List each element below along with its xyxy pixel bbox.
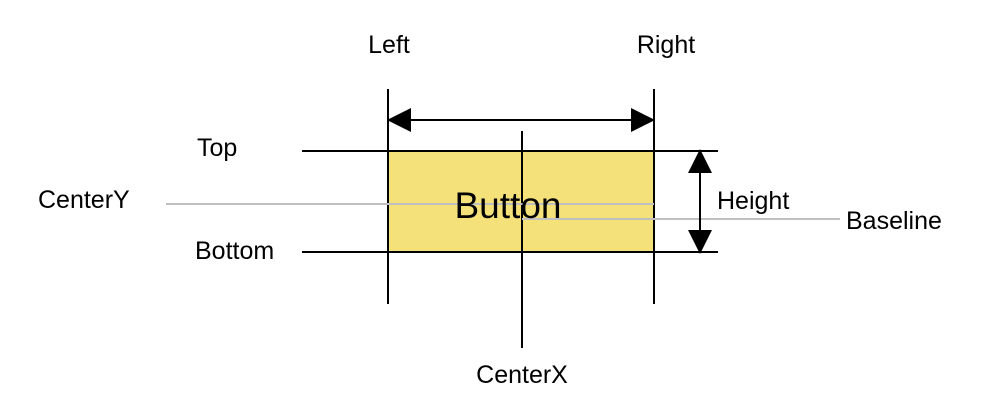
left-label: Left	[368, 31, 410, 59]
height-label: Height	[717, 187, 789, 215]
top-label: Top	[197, 134, 237, 162]
button-label: Button	[455, 185, 562, 226]
bottom-label: Bottom	[195, 237, 274, 265]
center-x-label: CenterX	[476, 361, 568, 389]
baseline-label: Baseline	[846, 207, 942, 235]
center-y-label: CenterY	[38, 186, 130, 214]
right-label: Right	[637, 31, 695, 59]
